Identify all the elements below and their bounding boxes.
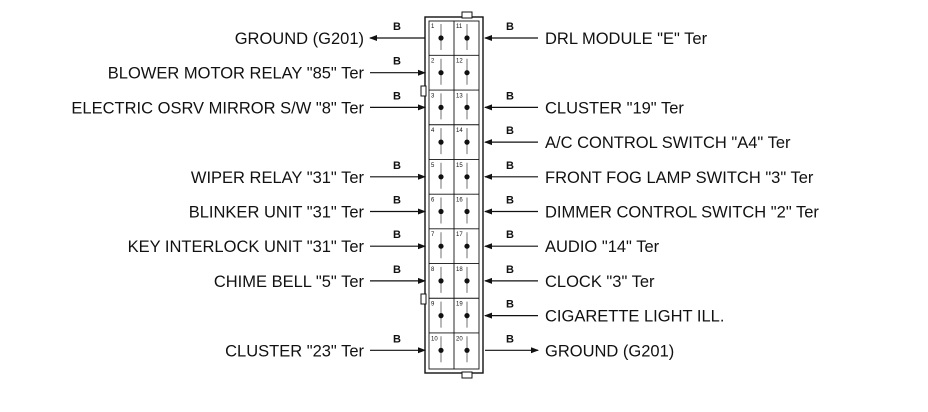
pin-number: 14 <box>456 128 463 134</box>
right-terminal-label: FRONT FOG LAMP SWITCH "3" Ter <box>545 169 814 187</box>
wire-color-code: B <box>393 160 401 172</box>
connector-outer-frame <box>424 16 484 374</box>
wire-color-code: B <box>506 195 514 207</box>
left-terminal-label: WIPER RELAY "31" Ter <box>191 169 365 187</box>
right-terminal-label: A/C CONTROL SWITCH "A4" Ter <box>545 134 791 152</box>
junction-connector <box>420 11 484 379</box>
wire-color-code: B <box>506 333 514 345</box>
right-terminal-label: CIGARETTE LIGHT ILL. <box>545 308 724 326</box>
right-terminal-label: CLUSTER "19" Ter <box>545 99 684 117</box>
left-terminal-label: ELECTRIC OSRV MIRROR S/W "8" Ter <box>71 99 364 117</box>
left-terminal-label: CHIME BELL "5" Ter <box>214 273 365 291</box>
wire-color-code: B <box>506 90 514 102</box>
left-terminal-label: BLOWER MOTOR RELAY "85" Ter <box>108 65 365 83</box>
pin-number: 19 <box>456 302 463 308</box>
right-terminal-label: DRL MODULE "E" Ter <box>545 30 708 48</box>
connector-top-latch <box>461 11 473 19</box>
pin-number: 1 <box>431 24 435 30</box>
pin-number: 8 <box>431 267 435 273</box>
right-terminal-label: CLOCK "3" Ter <box>545 273 655 291</box>
wire-color-code: B <box>393 229 401 241</box>
pin-number: 20 <box>456 336 463 342</box>
pin-number: 12 <box>456 59 463 65</box>
left-terminal-label: CLUSTER "23" Ter <box>225 342 364 360</box>
left-terminal-label: KEY INTERLOCK UNIT "31" Ter <box>128 238 365 256</box>
wire-color-code: B <box>506 21 514 33</box>
pin-number: 11 <box>456 24 463 30</box>
connector-bottom-latch <box>461 371 473 379</box>
wire-color-code: B <box>506 229 514 241</box>
pin-number: 2 <box>431 59 435 65</box>
left-terminal-label: BLINKER UNIT "31" Ter <box>189 204 365 222</box>
pin-number: 10 <box>431 336 438 342</box>
wire-color-code: B <box>393 90 401 102</box>
pin-number: 18 <box>456 267 463 273</box>
connector-side-key-lower <box>420 293 427 305</box>
wire-color-code: B <box>393 56 401 68</box>
pin-number: 15 <box>456 163 463 169</box>
pin-number: 17 <box>456 232 463 238</box>
pin-number: 13 <box>456 93 463 99</box>
left-terminal-label: GROUND (G201) <box>235 30 364 48</box>
wire-color-code: B <box>393 333 401 345</box>
wire-color-code: B <box>393 21 401 33</box>
pin-number: 4 <box>431 128 435 134</box>
pin-number: 7 <box>431 232 435 238</box>
pin-number: 6 <box>431 198 435 204</box>
wire-color-code: B <box>393 195 401 207</box>
wire-color-code: B <box>506 160 514 172</box>
pin-number: 9 <box>431 302 435 308</box>
right-terminal-label: GROUND (G201) <box>545 342 674 360</box>
connector-side-key-upper <box>420 85 427 97</box>
pin-number: 5 <box>431 163 435 169</box>
wire-color-code: B <box>393 264 401 276</box>
wire-color-code: B <box>506 299 514 311</box>
right-terminal-label: AUDIO "14" Ter <box>545 238 660 256</box>
wire-color-code: B <box>506 125 514 137</box>
pin-number: 3 <box>431 93 435 99</box>
pin-number: 16 <box>456 198 463 204</box>
right-terminal-label: DIMMER CONTROL SWITCH "2" Ter <box>545 204 819 222</box>
wire-color-code: B <box>506 264 514 276</box>
